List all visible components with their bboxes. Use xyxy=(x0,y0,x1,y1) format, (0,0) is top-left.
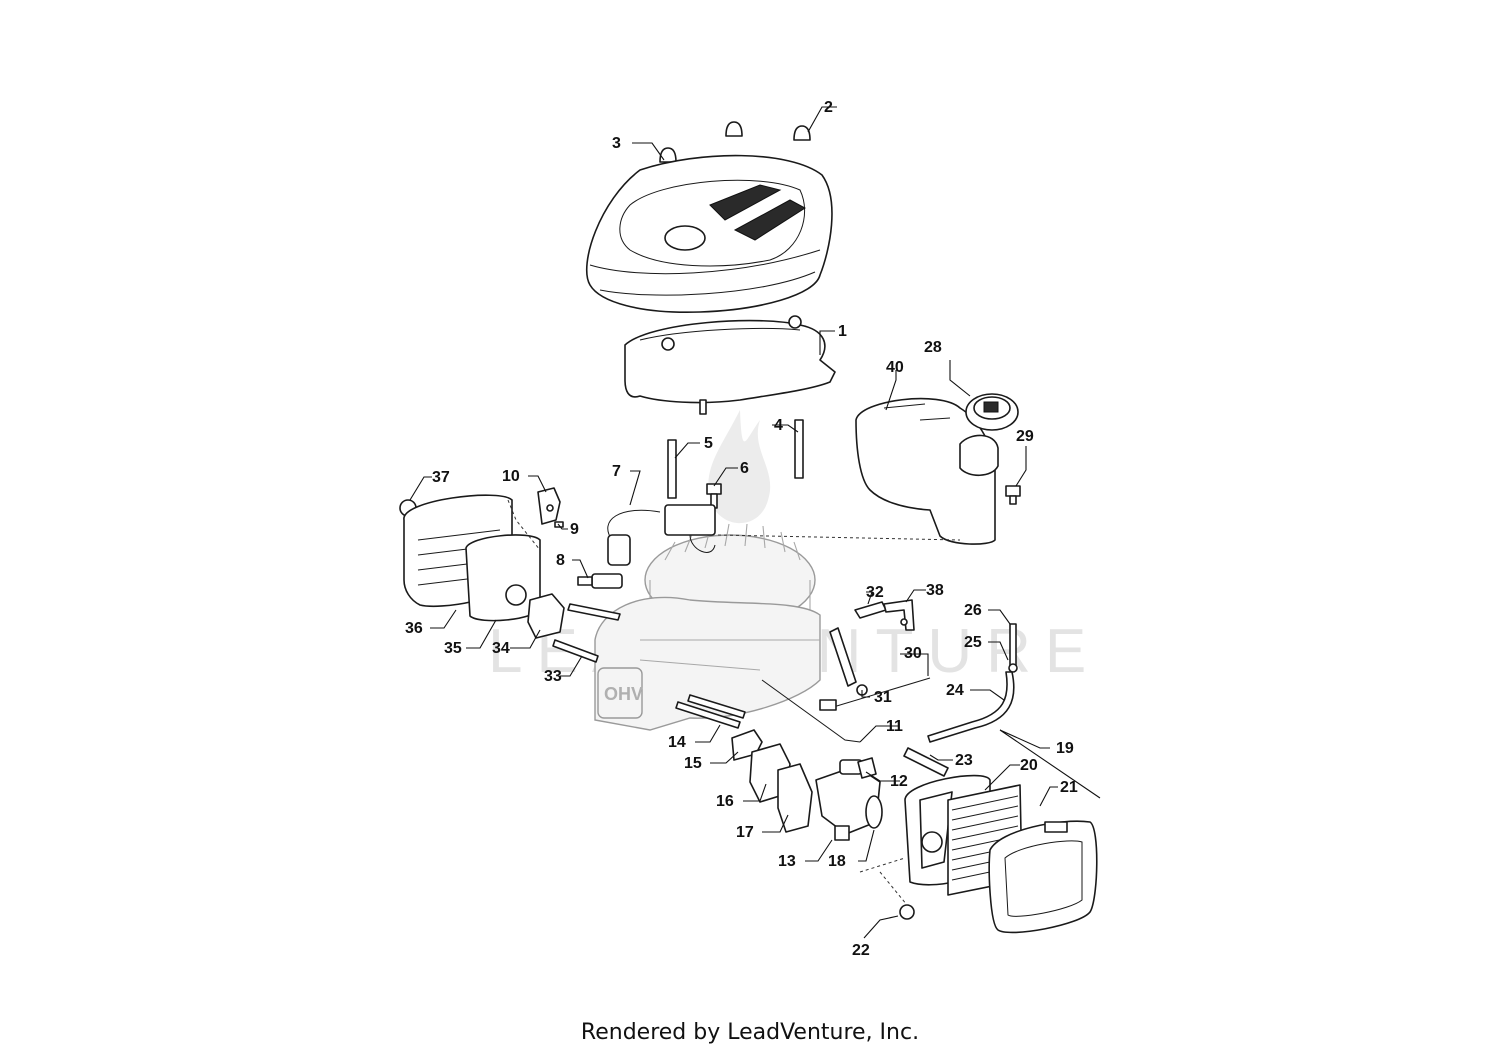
part-screw-29 xyxy=(1005,485,1021,505)
callout-37: 37 xyxy=(432,469,450,486)
part-12 xyxy=(857,757,877,779)
callout-1: 1 xyxy=(838,323,847,340)
part-ignition-coil xyxy=(607,504,716,566)
part-governor-arm xyxy=(819,627,868,711)
callout-20: 20 xyxy=(1020,757,1038,774)
callout-31: 31 xyxy=(874,689,892,706)
callout-2: 2 xyxy=(824,99,833,116)
callout-12: 12 xyxy=(890,773,908,790)
part-engine-block: OHV xyxy=(594,523,821,731)
callout-7: 7 xyxy=(612,463,621,480)
callout-25: 25 xyxy=(964,634,982,651)
callout-15: 15 xyxy=(684,755,702,772)
part-spark-plug xyxy=(577,573,623,589)
part-blower-housing xyxy=(624,315,836,415)
callout-17: 17 xyxy=(736,824,754,841)
callout-6: 6 xyxy=(740,460,749,477)
callout-26: 26 xyxy=(964,602,982,619)
callout-16: 16 xyxy=(716,793,734,810)
callout-32: 32 xyxy=(866,584,884,601)
callout-23: 23 xyxy=(955,752,973,769)
part-rod-11 xyxy=(761,679,861,743)
callout-leaders xyxy=(409,106,1101,939)
callout-33: 33 xyxy=(544,668,562,685)
callout-38: 38 xyxy=(926,582,944,599)
callout-9: 9 xyxy=(570,521,579,538)
part-muffler xyxy=(465,534,541,622)
assembly-lines xyxy=(507,499,961,906)
callout-3: 3 xyxy=(612,135,621,152)
callout-8: 8 xyxy=(556,552,565,569)
part-nut-22 xyxy=(899,904,915,920)
callout-30: 30 xyxy=(904,645,922,662)
part-fuel-cap xyxy=(965,393,1019,431)
callout-19: 19 xyxy=(1056,740,1074,757)
footer-credit: Rendered by LeadVenture, Inc. xyxy=(580,1020,920,1045)
part-engine-cover xyxy=(585,154,833,314)
callout-18: 18 xyxy=(828,853,846,870)
engine-badge: OHV xyxy=(604,684,643,704)
part-link-30 xyxy=(829,677,931,709)
part-brackets-32-38 xyxy=(854,599,915,631)
callout-28: 28 xyxy=(924,339,942,356)
callout-34: 34 xyxy=(492,640,510,657)
part-gasket-17 xyxy=(777,763,813,833)
part-air-filter-cover xyxy=(988,820,1098,934)
callout-29: 29 xyxy=(1016,428,1034,445)
part-fuel-tank xyxy=(855,397,999,545)
callout-13: 13 xyxy=(778,853,796,870)
part-gasket-18 xyxy=(865,795,883,829)
callout-5: 5 xyxy=(704,435,713,452)
callout-10: 10 xyxy=(502,468,520,485)
part-studs-14 xyxy=(675,694,746,729)
part-tube-23 xyxy=(903,747,949,777)
part-bracket-10 xyxy=(537,487,564,528)
callout-21: 21 xyxy=(1060,779,1078,796)
callout-22: 22 xyxy=(852,942,870,959)
part-studs xyxy=(667,419,804,499)
part-breather-tube xyxy=(927,623,1018,743)
callout-24: 24 xyxy=(946,682,964,699)
callout-numbers: 2 3 1 4 5 6 7 8 9 10 11 12 13 14 15 16 1… xyxy=(405,99,1078,959)
callout-4: 4 xyxy=(774,417,783,434)
callout-14: 14 xyxy=(668,734,686,751)
callout-35: 35 xyxy=(444,640,462,657)
callout-36: 36 xyxy=(405,620,423,637)
part-gasket-34 xyxy=(527,593,565,639)
callout-11: 11 xyxy=(886,718,903,735)
part-studs-33 xyxy=(552,603,621,663)
callout-40: 40 xyxy=(886,359,904,376)
